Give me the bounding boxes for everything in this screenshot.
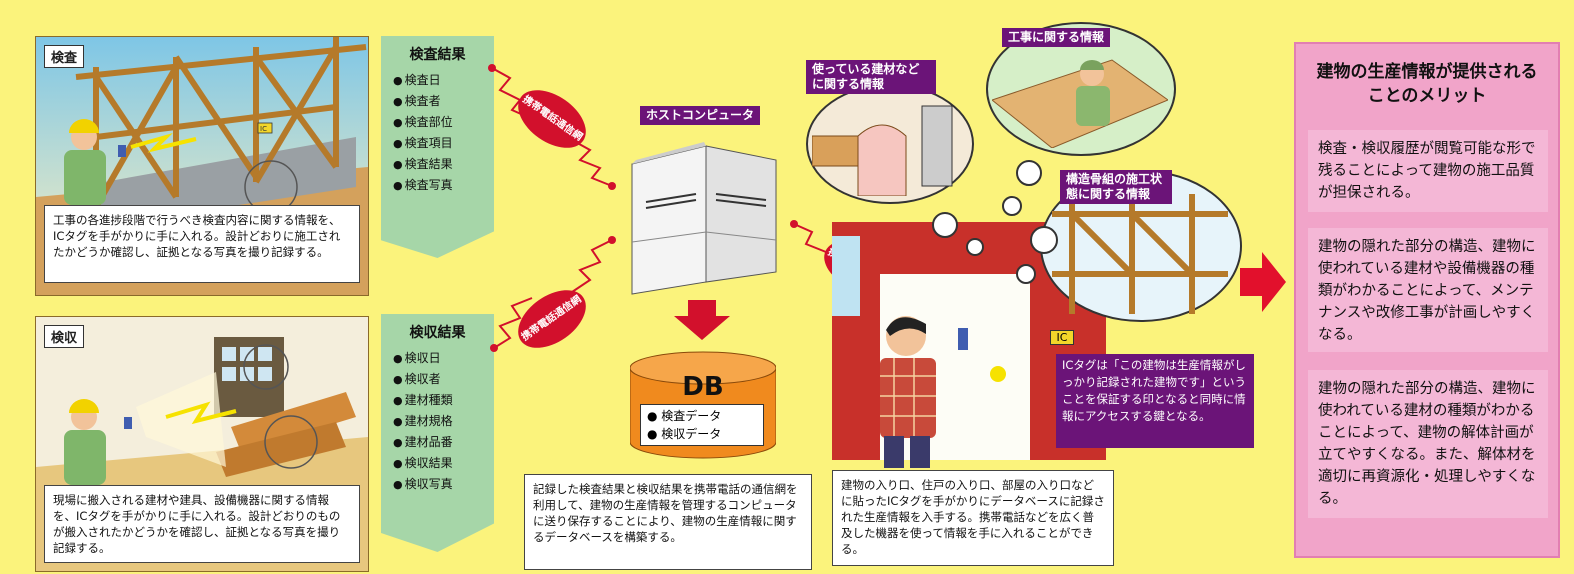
inspection-results-list: 検査結果 検査日 検査者 検査部位 検査項目 検査結果 検査写真 <box>381 36 494 258</box>
list-item: 建材種類 <box>393 390 494 411</box>
list-item: 建材品番 <box>393 432 494 453</box>
wood-joint-illustration <box>812 105 953 196</box>
frame-illustration <box>1052 194 1228 314</box>
merit-item: 検査・検収履歴が閲覧可能な形で残ることによって建物の施工品質が担保される。 <box>1308 130 1548 212</box>
list-item: 検査写真 <box>393 175 494 196</box>
merit-item: 建物の隠れた部分の構造、建物に使われている建材の種類がわかることによって、建物の… <box>1308 370 1548 518</box>
db-item-text: 検収データ <box>661 427 722 441</box>
person-with-phone <box>880 316 968 468</box>
list-item: 検収日 <box>393 348 494 369</box>
ic-tag-dot <box>990 366 1006 382</box>
receiving-caption: 現場に搬入される建材や建具、設備機器に関する情報を、ICタグを手がかりに手に入れ… <box>44 485 360 563</box>
thought-bubble-dot <box>966 238 984 256</box>
inspection-label: 検査 <box>44 45 85 68</box>
receiving-illustration: 検収 現場に搬入される建材や建具、設備機器に関する情報を、ICタグを手がかりに手… <box>35 316 369 572</box>
inspection-results-title: 検査結果 <box>409 47 466 63</box>
thought-bubble-dot <box>932 212 958 238</box>
db-item: ● 検収データ <box>647 427 722 441</box>
receiving-label: 検収 <box>44 325 85 348</box>
db-data-box: ● 検査データ ● 検収データ <box>640 404 764 446</box>
list-item: 建材規格 <box>393 411 494 432</box>
list-item: 検収者 <box>393 369 494 390</box>
list-item: 検査者 <box>393 91 494 112</box>
ic-tag-sticker: IC <box>1050 330 1074 345</box>
materials-info-label: 使っている建材などに関する情報 <box>806 60 936 94</box>
receiving-results-list: 検収結果 検収日 検収者 建材種類 建材規格 建材品番 検収結果 検収写真 <box>381 314 494 552</box>
worker-on-deck-illustration <box>992 59 1168 148</box>
host-caption: 記録した検査結果と検収結果を携帯電話の通信網を利用して、建物の生産情報を管理する… <box>524 474 812 570</box>
building-caption: 建物の入り口、住戸の入り口、部屋の入り口などに貼ったICタグを手がかりにデータベ… <box>832 470 1114 566</box>
merit-item: 建物の隠れた部分の構造、建物に使われている建材や設備機器の種類がわかることによっ… <box>1308 228 1548 352</box>
ic-tag-note: ICタグは「この建物は生産情報がしっかり記録された建物です」ということを保証する… <box>1056 354 1254 448</box>
thought-bubble-dot <box>1002 196 1022 216</box>
construction-info-label: 工事に関する情報 <box>1002 28 1111 47</box>
framing-info-label: 構造骨組の施工状態に関する情報 <box>1060 170 1172 204</box>
merits-title: 建物の生産情報が提供されることのメリット <box>1316 62 1538 106</box>
list-item: 検査結果 <box>393 154 494 175</box>
inspection-illustration: IC 検査 工事の各進捗段階で行うべき検査内容に関する情報を、ICタグを手がかり… <box>35 36 369 296</box>
receiving-results-title: 検収結果 <box>409 325 466 341</box>
inspection-caption: 工事の各進捗段階で行うべき検査内容に関する情報を、ICタグを手がかりに手に入れる… <box>44 205 360 283</box>
list-item: 検収写真 <box>393 474 494 495</box>
db-item-text: 検査データ <box>661 409 722 423</box>
svg-text:IC: IC <box>260 125 267 133</box>
thought-bubble-dot <box>1016 264 1036 284</box>
thought-bubble-dot <box>1030 226 1058 254</box>
server-icon <box>631 142 777 295</box>
db-title: DB <box>682 372 724 402</box>
list-item: 検収結果 <box>393 453 494 474</box>
host-computer-label: ホストコンピュータ <box>640 106 761 125</box>
window-left <box>832 236 860 316</box>
thought-bubble-dot <box>1016 160 1042 186</box>
list-item: 検査日 <box>393 70 494 91</box>
list-item: 検査項目 <box>393 133 494 154</box>
db-item: ● 検査データ <box>647 409 722 423</box>
list-item: 検査部位 <box>393 112 494 133</box>
